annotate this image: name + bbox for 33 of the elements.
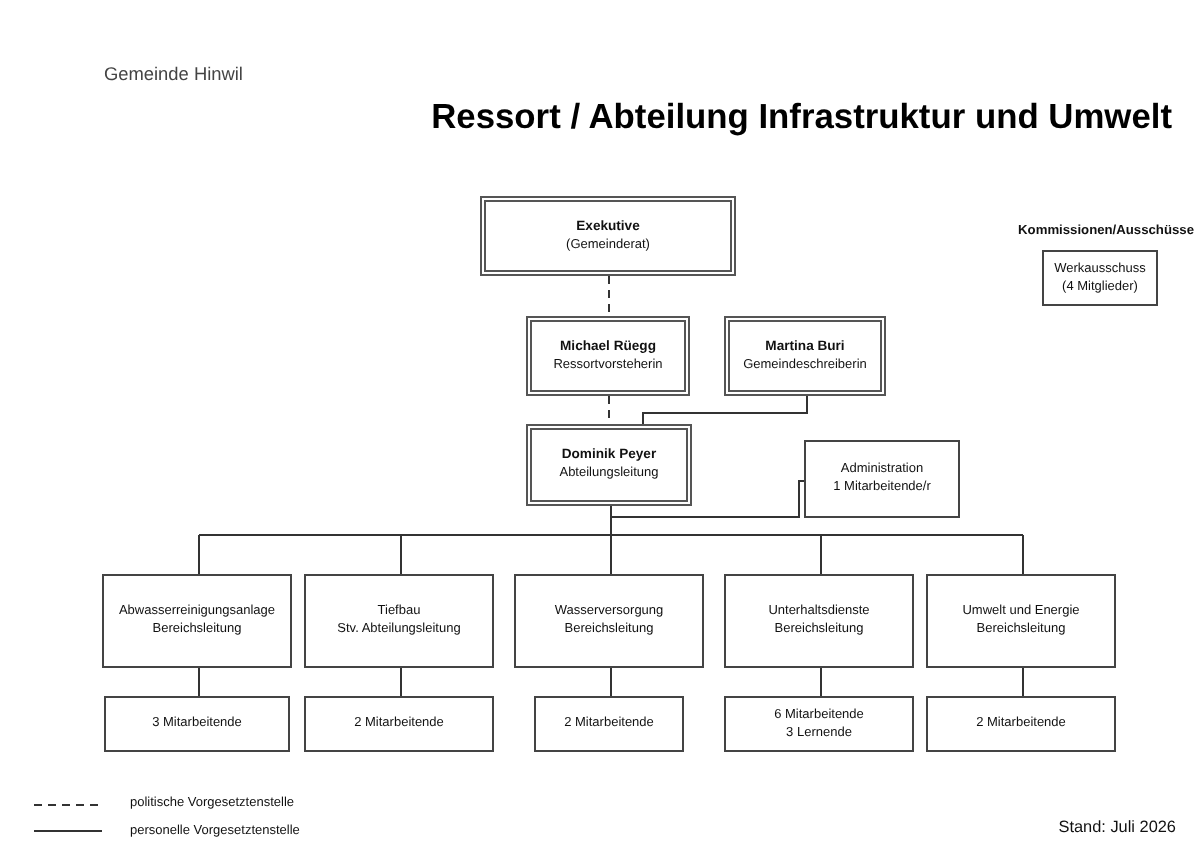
org-unit-box <box>304 574 494 668</box>
org-unit-box <box>102 574 292 668</box>
connector-line <box>820 667 822 697</box>
connector-line <box>610 667 612 697</box>
dashed-connector <box>608 275 610 317</box>
person-box <box>526 316 690 396</box>
municipality-name: Gemeinde Hinwil <box>104 64 243 87</box>
staff-box <box>926 696 1116 752</box>
connector-line <box>642 395 808 425</box>
executive-box <box>480 196 736 276</box>
org-unit-box <box>804 440 960 518</box>
connector-line <box>198 505 1024 536</box>
connector-line <box>610 534 612 575</box>
connector-line <box>400 534 402 575</box>
org-unit-box <box>724 574 914 668</box>
connector-line <box>1022 667 1024 697</box>
connector-line <box>610 480 805 518</box>
connector-line <box>198 667 200 697</box>
person-box <box>724 316 886 396</box>
connector-line <box>1022 534 1024 575</box>
committee-box <box>1042 250 1158 306</box>
staff-box <box>534 696 684 752</box>
status-date: Stand: Juli 2026 <box>1058 818 1176 838</box>
connector-line <box>400 667 402 697</box>
staff-box <box>304 696 494 752</box>
person-box <box>526 424 692 506</box>
staff-box <box>104 696 290 752</box>
org-unit-box <box>926 574 1116 668</box>
chart-title: Ressort / Abteilung Infrastruktur und Umwelt <box>431 96 1172 136</box>
connector-line <box>198 534 200 575</box>
org-unit-box <box>514 574 704 668</box>
staff-box <box>724 696 914 752</box>
connector-line <box>820 534 822 575</box>
